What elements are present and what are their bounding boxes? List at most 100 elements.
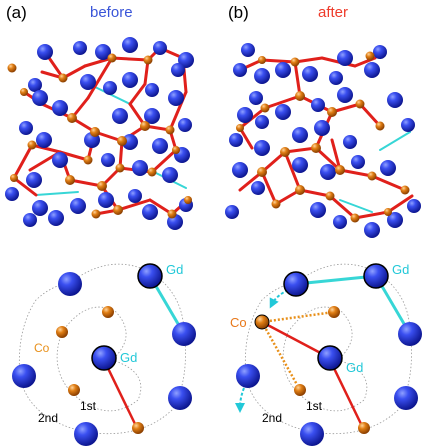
bond-red (128, 82, 147, 106)
co-atom (102, 306, 114, 318)
bond-gd-co (102, 359, 138, 427)
gd-atom (337, 50, 353, 66)
bond-co-co-dotted (261, 310, 335, 324)
co-atom (132, 422, 144, 434)
co-atom (147, 167, 157, 177)
gd-atom (251, 181, 265, 195)
bond-red (12, 176, 38, 197)
gd-atom (178, 52, 194, 68)
gd-atom (249, 91, 263, 105)
gd-atom (128, 189, 142, 203)
bond-red (30, 143, 62, 154)
co-atom (257, 167, 267, 177)
co-atom (107, 53, 117, 63)
gd-atom (407, 199, 421, 213)
gd-atom (95, 44, 111, 60)
panel-b-caption: after (318, 4, 348, 21)
gd-atom (12, 364, 36, 388)
gd-atom-highlight (283, 271, 309, 297)
gd-atom (275, 104, 291, 120)
bond-red (293, 56, 324, 64)
gd-atom (80, 74, 96, 90)
gd-atom (152, 138, 168, 154)
co-atom (295, 91, 305, 101)
bond-red (330, 138, 342, 172)
co-atom (184, 196, 192, 204)
gd-atom (52, 152, 68, 168)
gd-atom (52, 100, 68, 116)
co-atom (97, 181, 107, 191)
co-atom (258, 56, 266, 64)
co-atom (280, 147, 290, 157)
bond-gd-gd (295, 274, 377, 286)
co-atom (7, 63, 17, 73)
gd-atom (145, 83, 159, 97)
gd-atom (229, 133, 243, 147)
first-shell-label: 1st (80, 399, 97, 413)
gd-label: Gd (166, 262, 183, 277)
bond-red (12, 143, 34, 180)
panel-a-caption: before (90, 4, 133, 21)
second-shell-label: 2nd (38, 411, 58, 425)
gd-atom (300, 422, 324, 446)
gd-atom (302, 66, 318, 82)
second-shell-label: 2nd (262, 411, 282, 425)
co-atom (83, 155, 93, 165)
gd-atom (394, 386, 418, 410)
co-atom (400, 185, 410, 195)
co-atom (327, 107, 337, 117)
co-atom (58, 73, 68, 83)
co-atom (91, 209, 101, 219)
gd-atom (70, 198, 86, 214)
co-atom (117, 136, 127, 146)
gd-atom (74, 422, 98, 446)
co-atom (67, 113, 77, 123)
bond-co-co-dotted (260, 321, 302, 391)
gd-atom (144, 108, 160, 124)
co-atom (68, 384, 80, 396)
co-atoms-after (236, 51, 410, 223)
bond-red (293, 60, 302, 98)
gd-atom (329, 71, 343, 85)
gd-atom (333, 215, 347, 229)
gd-atom (32, 90, 48, 106)
co-atom (27, 140, 37, 150)
gd-atom (314, 120, 330, 136)
bond-red (68, 178, 104, 188)
gd-atom (168, 386, 192, 410)
gd-atoms-after (225, 43, 421, 238)
gd-atom (401, 118, 415, 132)
gd-atom (168, 90, 184, 106)
gd-atom (337, 87, 353, 103)
gd-atom-highlight (137, 263, 163, 289)
co-atom (65, 175, 75, 185)
bond-cyan (92, 85, 131, 105)
bond-red (260, 170, 278, 206)
bond-cyan (339, 199, 373, 213)
gd-atom (236, 364, 260, 388)
gd-atom (28, 78, 42, 92)
bond-red (116, 198, 152, 212)
bond-red (386, 194, 414, 214)
co-atom (384, 208, 392, 216)
co-atom (143, 55, 153, 65)
bonds-after (238, 56, 414, 220)
gd-atom (23, 213, 37, 227)
gd-atom (153, 41, 167, 55)
bond-red (328, 194, 357, 220)
gd-atom (255, 115, 269, 129)
gd-atom (122, 72, 138, 88)
gd-atom (387, 92, 403, 108)
bond-gd-co (328, 359, 364, 427)
gd-atom (101, 153, 115, 167)
gd-label: Gd (392, 262, 409, 277)
co-atom (56, 326, 68, 338)
gd-atom (98, 192, 114, 208)
first-shell-label: 1st (306, 399, 323, 413)
gd-atom (292, 127, 308, 143)
gd-atom (398, 322, 422, 346)
bond-red (238, 106, 267, 130)
gd-atom (32, 200, 48, 216)
gd-atom (254, 68, 270, 84)
bond-red (283, 150, 302, 192)
